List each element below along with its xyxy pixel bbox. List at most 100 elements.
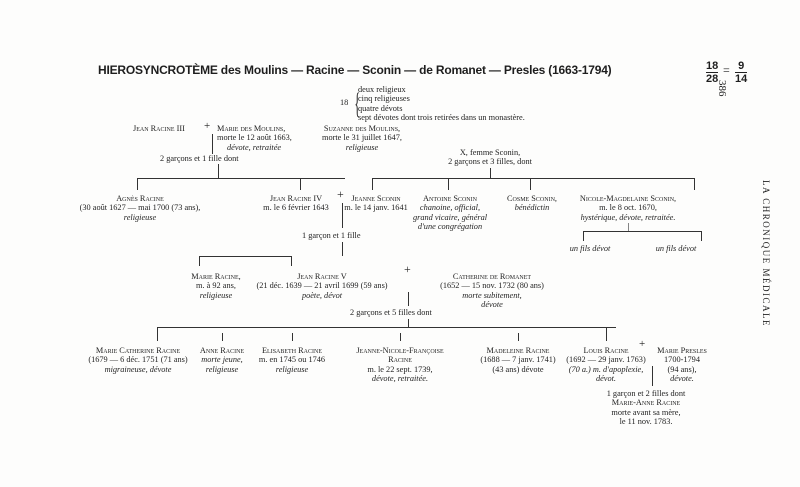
name: X, femme Sconin, [459, 148, 521, 157]
page-number: 386 [716, 80, 728, 97]
name: Marie Racine, [191, 272, 241, 281]
name: Suzanne des Moulins, [323, 124, 401, 133]
detail: hystérique, dévote, retraitée. [580, 212, 676, 222]
detail: m. le 14 janv. 1641 [344, 203, 408, 213]
name: Jeanne-Nicole-Françoise Racine [356, 346, 444, 365]
person-catherine-de-romanet: Catherine de Romanet(1652 — 15 nov. 1732… [440, 272, 544, 310]
person-cosme-sconin: Cosme Sconin,bénédictin [507, 194, 557, 213]
page-title: HIEROSYNCROTÈME des Moulins — Racine — S… [98, 63, 612, 77]
person-jean-racine-iii: Jean Racine III [133, 124, 185, 133]
name: Louis Racine [583, 346, 629, 355]
name: Anne Racine [199, 346, 245, 355]
summary-line: deux religieux [358, 85, 406, 94]
detail: bénédictin [514, 203, 550, 213]
name: Jean Racine IV [269, 194, 323, 203]
marriage-plus: + [404, 262, 411, 276]
name: Marie Presles [657, 346, 707, 355]
detail: religieuse [123, 212, 157, 222]
marriage-plus: + [204, 120, 211, 132]
detail: (1679 — 6 déc. 1751 (71 ans) [88, 355, 188, 365]
detail: chanoine, official, [419, 203, 481, 213]
children-count: 1 garçon et 2 filles dont [606, 389, 686, 398]
person-agnes-racine: Agnès Racine(30 août 1627 — mai 1700 (73… [80, 194, 201, 222]
name: Elisabeth Racine [261, 346, 323, 355]
person-madeleine-racine: Madeleine Racine(1688 — 7 janv. 1741)(43… [480, 346, 555, 374]
person-marie-des-moulins: Marie des Moulins,morte le 12 août 1663,… [217, 124, 292, 152]
detail: (30 août 1627 — mai 1700 (73 ans), [79, 203, 201, 213]
detail: (1652 — 15 nov. 1732 (80 ans) [440, 281, 544, 291]
person-nicole-magdelaine-sconin: Nicole-Magdelaine Sconin,m. le 8 oct. 16… [580, 194, 676, 222]
name: Cosme Sconin, [507, 194, 557, 203]
detail: le 11 nov. 1783. [619, 417, 673, 427]
denominator: 14 [735, 72, 748, 85]
detail: m. le 6 février 1643 [263, 203, 329, 213]
name: Agnès Racine [116, 194, 164, 203]
summary-line: quatre dévots [358, 103, 403, 113]
detail: (70 a.) m. d'apoplexie, [568, 364, 644, 374]
numerator: 9 [738, 60, 745, 72]
person-fils-devot: un fils dévot [569, 244, 611, 253]
detail: morte le 31 juillet 1647, [322, 133, 402, 143]
name: Madeleine Racine [486, 346, 550, 355]
running-head: LA CHRONIQUE MÉDICALE [761, 180, 771, 327]
summary-line: cinq religieuses [358, 94, 410, 104]
person-fils-devot: un fils dévot [655, 244, 697, 253]
marriage-plus: + [639, 338, 646, 350]
marriage-plus: + [337, 187, 344, 201]
summary-count: 18 [340, 98, 349, 107]
name: Nicole-Magdelaine Sconin, [579, 194, 677, 203]
detail: religieuse [199, 290, 233, 300]
detail: dévote, retraitée. [371, 374, 429, 384]
detail: dévot. [595, 374, 617, 384]
person-marie-racine: Marie Racine,m. à 92 ans,religieuse [191, 272, 240, 300]
summary-line: sept dévotes dont trois retirées dans un… [358, 113, 525, 123]
name: Jeanne Sconin [351, 194, 401, 203]
detail: religieuse [205, 364, 239, 374]
name: Catherine de Romanet [452, 272, 532, 281]
detail: poète, dévot [301, 290, 343, 300]
detail: dévote, retraitée [227, 142, 282, 152]
detail: (94 ans), [667, 364, 697, 374]
detail: morte jeune, [201, 355, 243, 365]
detail: religieuse [275, 364, 309, 374]
person-x-femme-sconin: X, femme Sconin,2 garçons et 3 filles, d… [448, 148, 532, 167]
detail: morte le 12 août 1663, [217, 133, 292, 143]
name: Marie-Anne Racine [611, 398, 681, 408]
summary-list: deux religieux cinq religieuses quatre d… [358, 85, 525, 123]
detail: m. à 92 ans, [196, 281, 236, 291]
person-jean-racine-v: Jean Racine V(21 déc. 1639 — 21 avril 16… [256, 272, 387, 300]
brace: { [354, 87, 361, 120]
detail: dévote [481, 300, 503, 310]
person-louis-racine: Louis Racine(1692 — 29 janv. 1763)(70 a.… [566, 346, 645, 384]
name: Jean Racine V [297, 272, 347, 281]
equals-sign: = [723, 63, 730, 77]
detail: (1688 — 7 janv. 1741) [480, 355, 556, 365]
detail: migraineuse, dévote [104, 364, 172, 374]
name: Antoine Sconin [423, 194, 477, 203]
detail: (43 ans) dévote [492, 364, 544, 374]
name: Marie des Moulins, [217, 124, 286, 133]
denominator: 28 [706, 72, 719, 85]
children-count: 2 garçons et 1 fille dont [160, 154, 239, 163]
detail: grand vicaire, général [412, 212, 488, 222]
detail: m. en 1745 ou 1746 [258, 355, 326, 365]
detail: dévote. [670, 374, 694, 384]
children-count: 1 garçon et 1 fille [302, 231, 361, 240]
detail: 1700-1794 [664, 355, 700, 365]
name: Marie Catherine Racine [95, 346, 181, 355]
children-count: 2 garçons et 3 filles, dont [448, 157, 532, 167]
person-suzanne-des-moulins: Suzanne des Moulins,morte le 31 juillet … [322, 124, 402, 152]
detail: m. le 22 sept. 1739, [367, 364, 433, 374]
detail: (1692 — 29 janv. 1763) [566, 355, 646, 365]
